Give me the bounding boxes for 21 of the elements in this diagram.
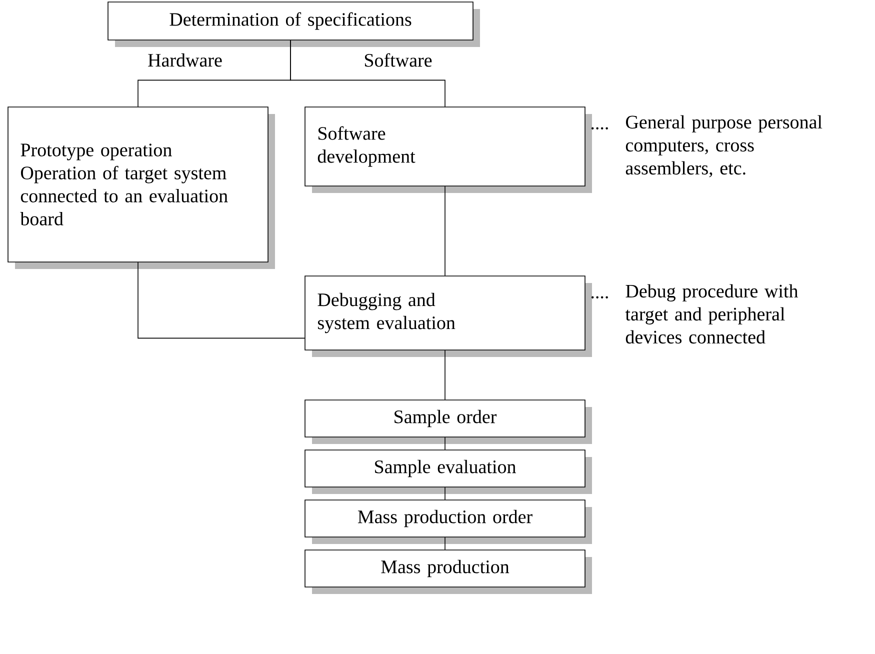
process-box: Sample evaluation: [304, 450, 592, 494]
note-text: General purpose personal computers, cross assemblers, etc.: [626, 115, 822, 178]
connector-line: [444, 536, 446, 550]
note-text: Debug procedure with target and peripheral devices connected: [625, 284, 798, 344]
connector-line: [444, 350, 446, 400]
process-box: Determination of specifications: [108, 2, 480, 47]
process-box: Mass production: [304, 550, 592, 594]
leader-dots: ....: [591, 296, 608, 298]
leader-dots: ....: [591, 127, 608, 130]
connector-line: [444, 436, 446, 450]
connector-line: [138, 262, 306, 339]
edge-label: Software: [362, 52, 434, 68]
connector-line: [290, 40, 446, 108]
process-box: Debugging and system evaluation: [304, 276, 592, 357]
process-box: Prototype operation Operation of target system connected to an evaluation board: [8, 106, 275, 269]
process-box: Software development: [304, 106, 592, 193]
process-box: Mass production order: [304, 500, 592, 544]
edge-label: Hardware: [146, 52, 224, 68]
connector-line: [444, 186, 446, 276]
connector-line: [444, 486, 446, 500]
process-box: Sample order: [304, 400, 592, 444]
